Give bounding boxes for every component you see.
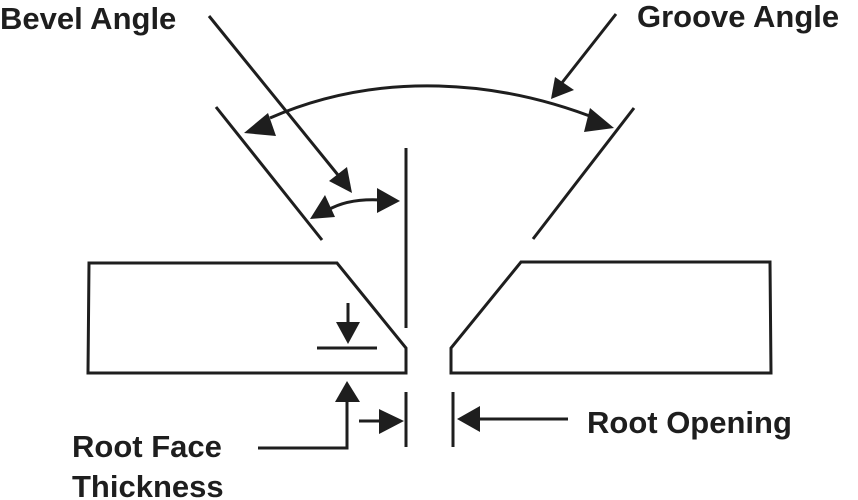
bevel-leader-arrowhead — [329, 167, 352, 193]
groove-angle-arc — [244, 84, 614, 136]
right-bevel-extension-line — [531, 107, 636, 240]
left-bevel-extension-line — [214, 106, 324, 241]
groove-arc-right-arrowhead — [584, 108, 614, 132]
groove-angle-leader — [551, 13, 618, 99]
root-opening-left-arrowhead — [457, 406, 480, 432]
root-face-up-arrowhead — [335, 381, 360, 402]
root-face-leader — [258, 395, 349, 450]
bevel-arc-left-arrowhead — [310, 195, 335, 219]
groove-arc-left-arrowhead — [244, 113, 276, 136]
bevel-arc-right-arrowhead — [377, 188, 400, 213]
root-face-label-line2: Thickness — [72, 469, 224, 500]
left-plate — [86, 261, 408, 375]
groove-angle-label: Groove Angle — [637, 0, 839, 34]
root-opening-dimension — [359, 392, 568, 447]
root-face-down-arrowhead — [336, 322, 360, 344]
bevel-angle-leader — [207, 15, 352, 193]
bevel-angle-arc — [310, 188, 400, 219]
root-opening-right-arrowhead — [379, 409, 404, 434]
root-opening-label: Root Opening — [587, 405, 792, 440]
bevel-angle-label: Bevel Angle — [0, 1, 176, 36]
right-plate — [449, 260, 773, 375]
root-face-dimension — [258, 303, 377, 450]
root-face-label-line1: Root Face — [72, 429, 222, 464]
groove-leader-arrowhead — [551, 77, 574, 99]
